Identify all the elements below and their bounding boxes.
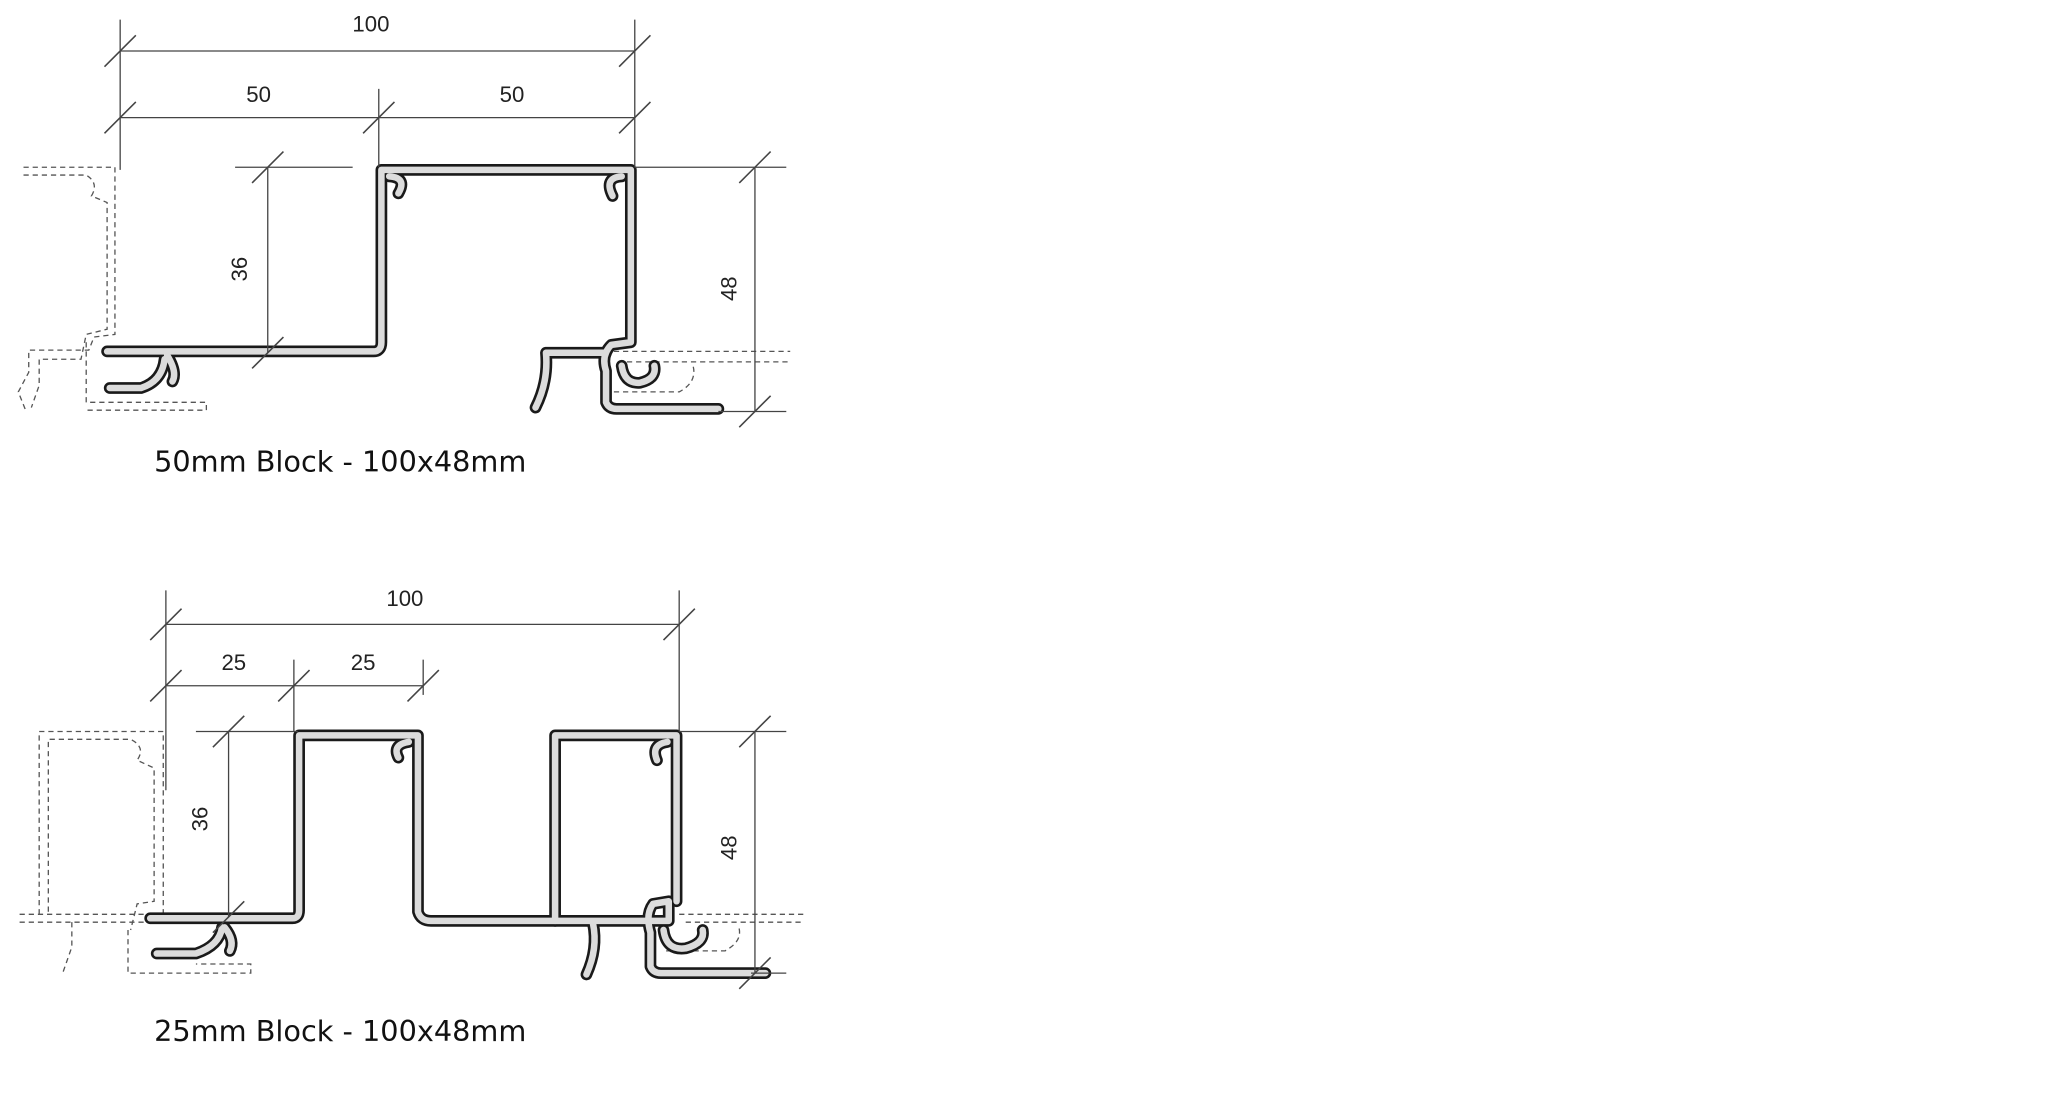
dim-overall-width: 100 <box>352 11 389 36</box>
dim-segment-1: 25 <box>221 650 246 675</box>
aluminium-profile <box>101 163 725 415</box>
dim-segment-2: 25 <box>351 650 376 675</box>
dim-overall-height: 48 <box>717 276 742 301</box>
neighbor-profiles-dashed <box>17 166 791 412</box>
diagram-50mm-block: 100 50 50 36 48 50mm Block - 100x48mm <box>17 11 791 479</box>
neighbor-profiles-dashed <box>19 730 804 974</box>
dim-step-height: 36 <box>188 807 213 832</box>
diagram-25mm-block: 100 25 25 36 48 25mm Block - 100x48mm <box>19 586 804 1048</box>
dim-segment-2: 50 <box>500 82 525 107</box>
dim-overall-height: 48 <box>717 835 742 860</box>
dimension-lines <box>149 590 787 990</box>
dim-step-height: 36 <box>227 257 252 282</box>
dim-overall-width: 100 <box>386 586 423 611</box>
caption: 25mm Block - 100x48mm <box>154 1014 526 1048</box>
dim-segment-1: 50 <box>246 82 271 107</box>
dimension-lines <box>103 19 787 428</box>
caption: 50mm Block - 100x48mm <box>154 445 526 479</box>
aluminium-profile <box>144 729 772 981</box>
